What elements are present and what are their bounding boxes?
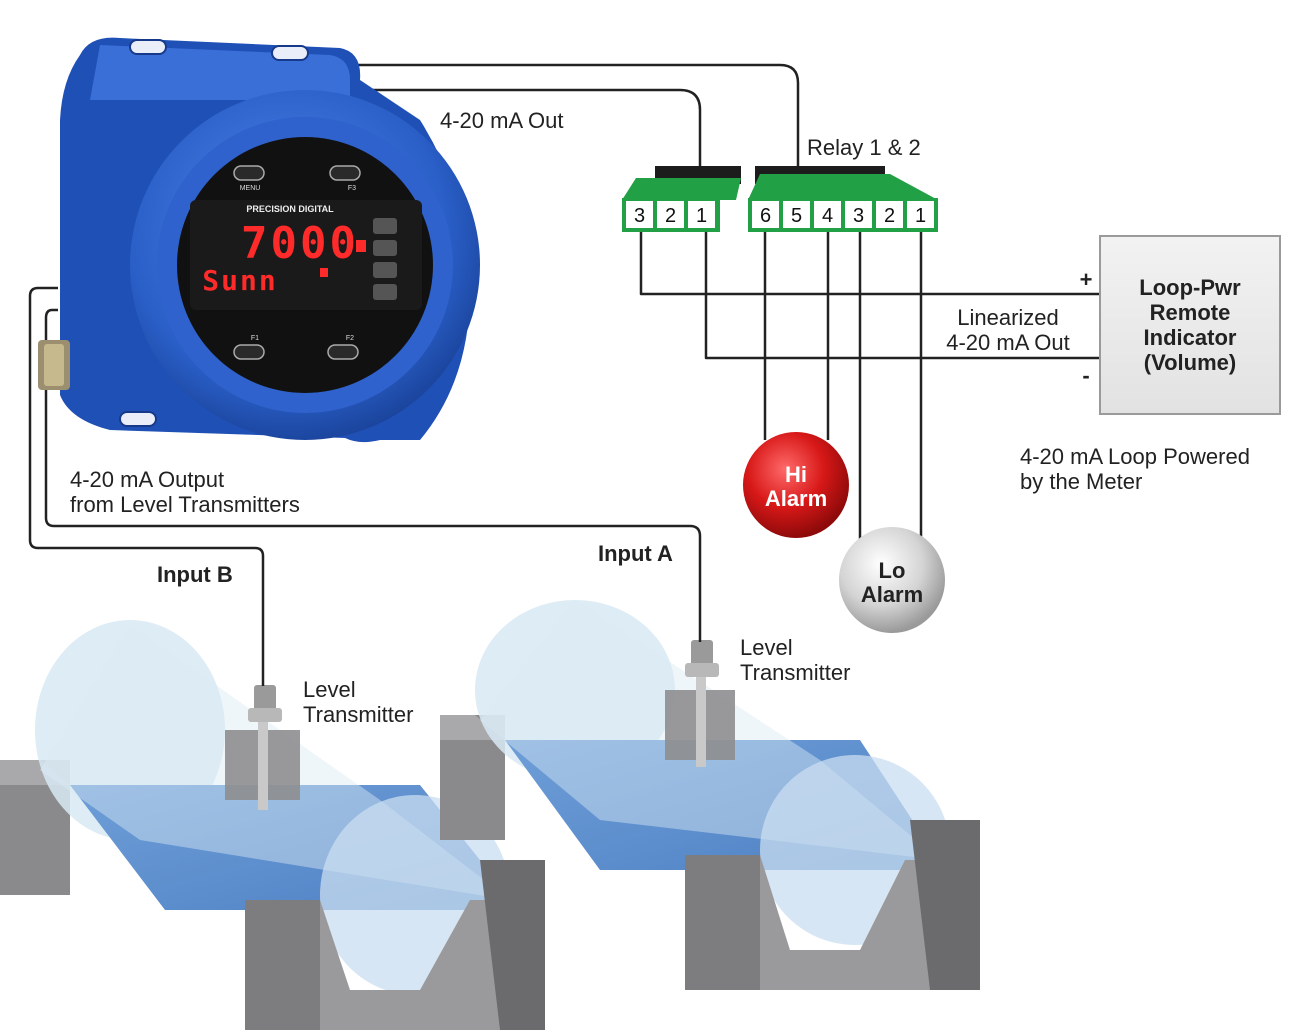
terminal-left-label-2: 1 [696, 205, 707, 227]
tank-a [440, 600, 980, 990]
terminal-right-label-0: 6 [760, 205, 771, 227]
terminal-right-cell-3 [845, 201, 872, 228]
svg-text:F2: F2 [346, 335, 354, 342]
level-transmitter-a [685, 640, 719, 767]
label-level-tx-b-2: Transmitter [303, 702, 413, 727]
wire-term1-minus [704, 232, 1100, 360]
terminal-right-cell-5 [907, 201, 934, 228]
terminal-right-cell-2 [814, 201, 841, 228]
lo-alarm-line2: Alarm [861, 582, 923, 607]
terminal-right-cell-0 [752, 201, 779, 228]
level-transmitter-b [248, 685, 282, 810]
lo-alarm: Lo Alarm [839, 527, 945, 633]
label-linearized-1: Linearized [957, 305, 1059, 330]
hi-alarm-line2: Alarm [765, 486, 827, 511]
label-input-b: Input B [157, 562, 233, 587]
lo-alarm-line1: Lo [879, 558, 906, 583]
svg-text:F1: F1 [251, 335, 259, 342]
wire-input-b [28, 286, 265, 686]
top-display: 7000 [241, 218, 359, 269]
label-output-2: from Level Transmitters [70, 492, 300, 517]
brand-label: PRECISION DIGITAL [246, 204, 334, 214]
wire-term3-plus [639, 232, 1100, 296]
terminal-right-label-4: 2 [884, 205, 895, 227]
terminal-left-label-1: 2 [665, 205, 676, 227]
terminal-right-cell-4 [876, 201, 903, 228]
label-loop-powered-1: 4-20 mA Loop Powered [1020, 444, 1250, 469]
indicator-line1: Loop-Pwr [1139, 275, 1241, 300]
svg-text:F3: F3 [348, 185, 356, 192]
tank-b [0, 620, 545, 1030]
label-relay: Relay 1 & 2 [807, 135, 921, 160]
label-input-a: Input A [598, 541, 673, 566]
terminal-left-cell-0 [626, 201, 653, 228]
wire-input-a [44, 308, 702, 642]
wire-420-out [370, 88, 702, 168]
front-buttons: MENU F3 F1 F2 [233, 165, 361, 360]
label-level-tx-b-1: Level [303, 677, 356, 702]
terminal-left-cell-2 [688, 201, 715, 228]
side-buttons [373, 218, 397, 300]
bottom-display: Sunn [202, 264, 277, 297]
terminal-left-label-0: 3 [634, 205, 645, 227]
label-420-out: 4-20 mA Out [440, 108, 564, 133]
terminal-right-label-3: 3 [853, 205, 864, 227]
hi-alarm-line1: Hi [785, 462, 807, 487]
label-linearized-2: 4-20 mA Out [946, 330, 1070, 355]
label-loop-powered-2: by the Meter [1020, 469, 1142, 494]
indicator-line3: Indicator [1144, 325, 1237, 350]
meter: PRECISION DIGITAL 7000 Sunn MENU F3 F1 F… [38, 37, 480, 443]
wires [28, 63, 1100, 686]
label-level-tx-a-1: Level [740, 635, 793, 660]
label-level-tx-a-2: Transmitter [740, 660, 850, 685]
terminal-right-label-5: 1 [915, 205, 926, 227]
wire-relay [355, 63, 800, 168]
hi-alarm: Hi Alarm [743, 432, 849, 538]
indicator-line2: Remote [1150, 300, 1231, 325]
terminal-left-cell-1 [657, 201, 684, 228]
label-plus: + [1080, 267, 1093, 292]
indicator-line4: (Volume) [1144, 350, 1236, 375]
terminal-right-cell-1 [783, 201, 810, 228]
svg-text:MENU: MENU [240, 185, 261, 192]
terminal-right-label-1: 5 [791, 205, 802, 227]
label-output-1: 4-20 mA Output [70, 467, 224, 492]
label-minus: - [1082, 363, 1089, 388]
remote-indicator: Loop-Pwr Remote Indicator (Volume) [1099, 235, 1281, 415]
terminal-right-label-2: 4 [822, 205, 833, 227]
